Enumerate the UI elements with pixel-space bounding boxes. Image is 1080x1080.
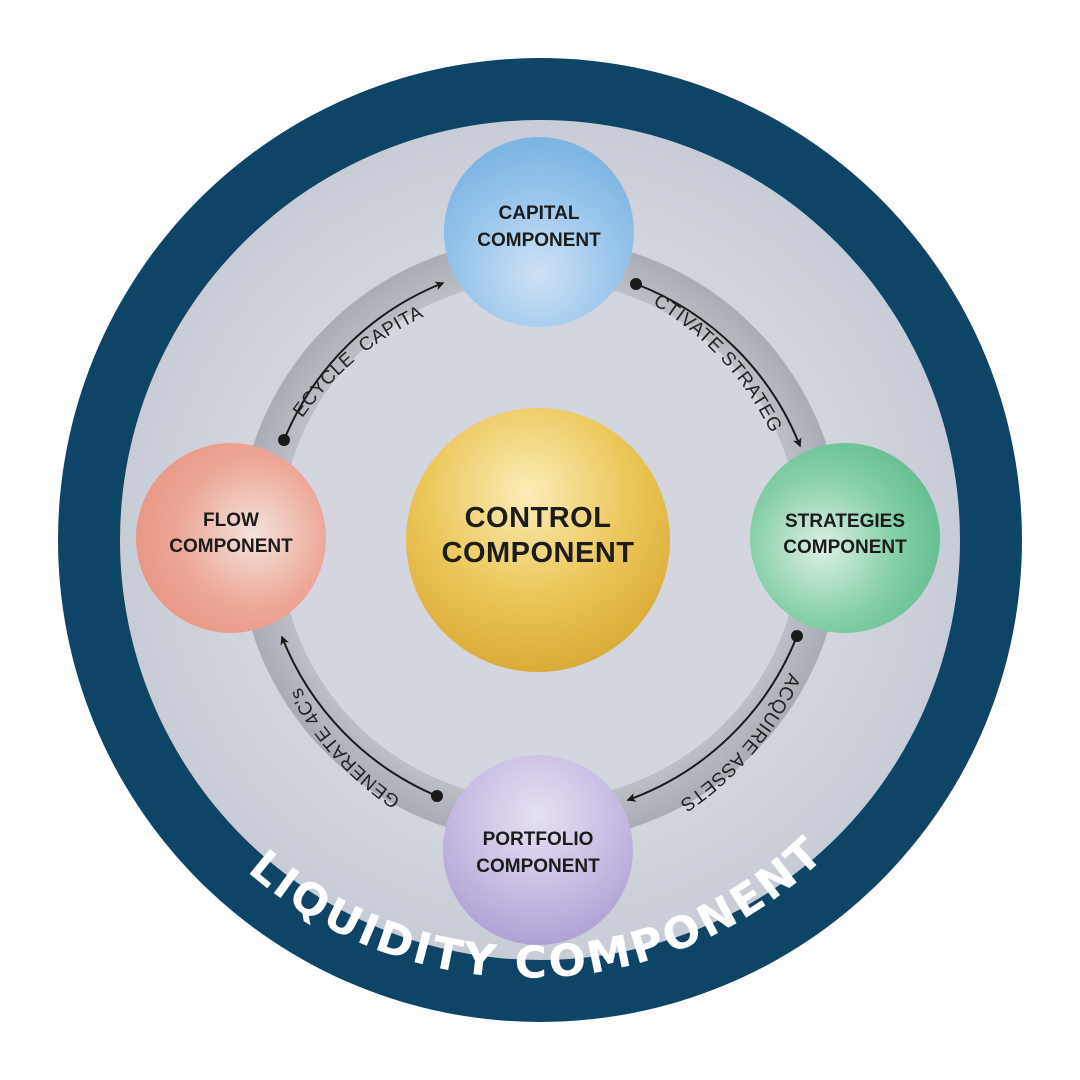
portfolio-component-line2: COMPONENT bbox=[476, 856, 600, 877]
capital-component-line2: COMPONENT bbox=[477, 230, 601, 251]
strategies-component-line1: STRATEGIES bbox=[785, 511, 905, 532]
control-component-line2: COMPONENT bbox=[442, 537, 635, 569]
flow-component-node: FLOW COMPONENT bbox=[136, 443, 326, 633]
capital-component-node: CAPITAL COMPONENT bbox=[444, 137, 634, 327]
strategies-component-node: STRATEGIES COMPONENT bbox=[750, 443, 940, 633]
control-component-line1: CONTROL bbox=[465, 502, 612, 534]
flow-component-line2: COMPONENT bbox=[169, 536, 293, 557]
capital-component-line1: CAPITAL bbox=[499, 203, 580, 224]
connector-generate-4cs bbox=[280, 635, 443, 802]
connector-activate-strategy bbox=[630, 278, 802, 448]
portfolio-component-line1: PORTFOLIO bbox=[483, 829, 594, 850]
control-component-node: CONTROL COMPONENT bbox=[406, 408, 670, 672]
flow-component-line1: FLOW bbox=[203, 510, 259, 531]
connector-acquire-assets bbox=[626, 630, 803, 802]
strategies-component-line2: COMPONENT bbox=[783, 537, 907, 558]
portfolio-component-node: PORTFOLIO COMPONENT bbox=[443, 755, 633, 945]
connector-recycle-capital bbox=[278, 281, 445, 446]
